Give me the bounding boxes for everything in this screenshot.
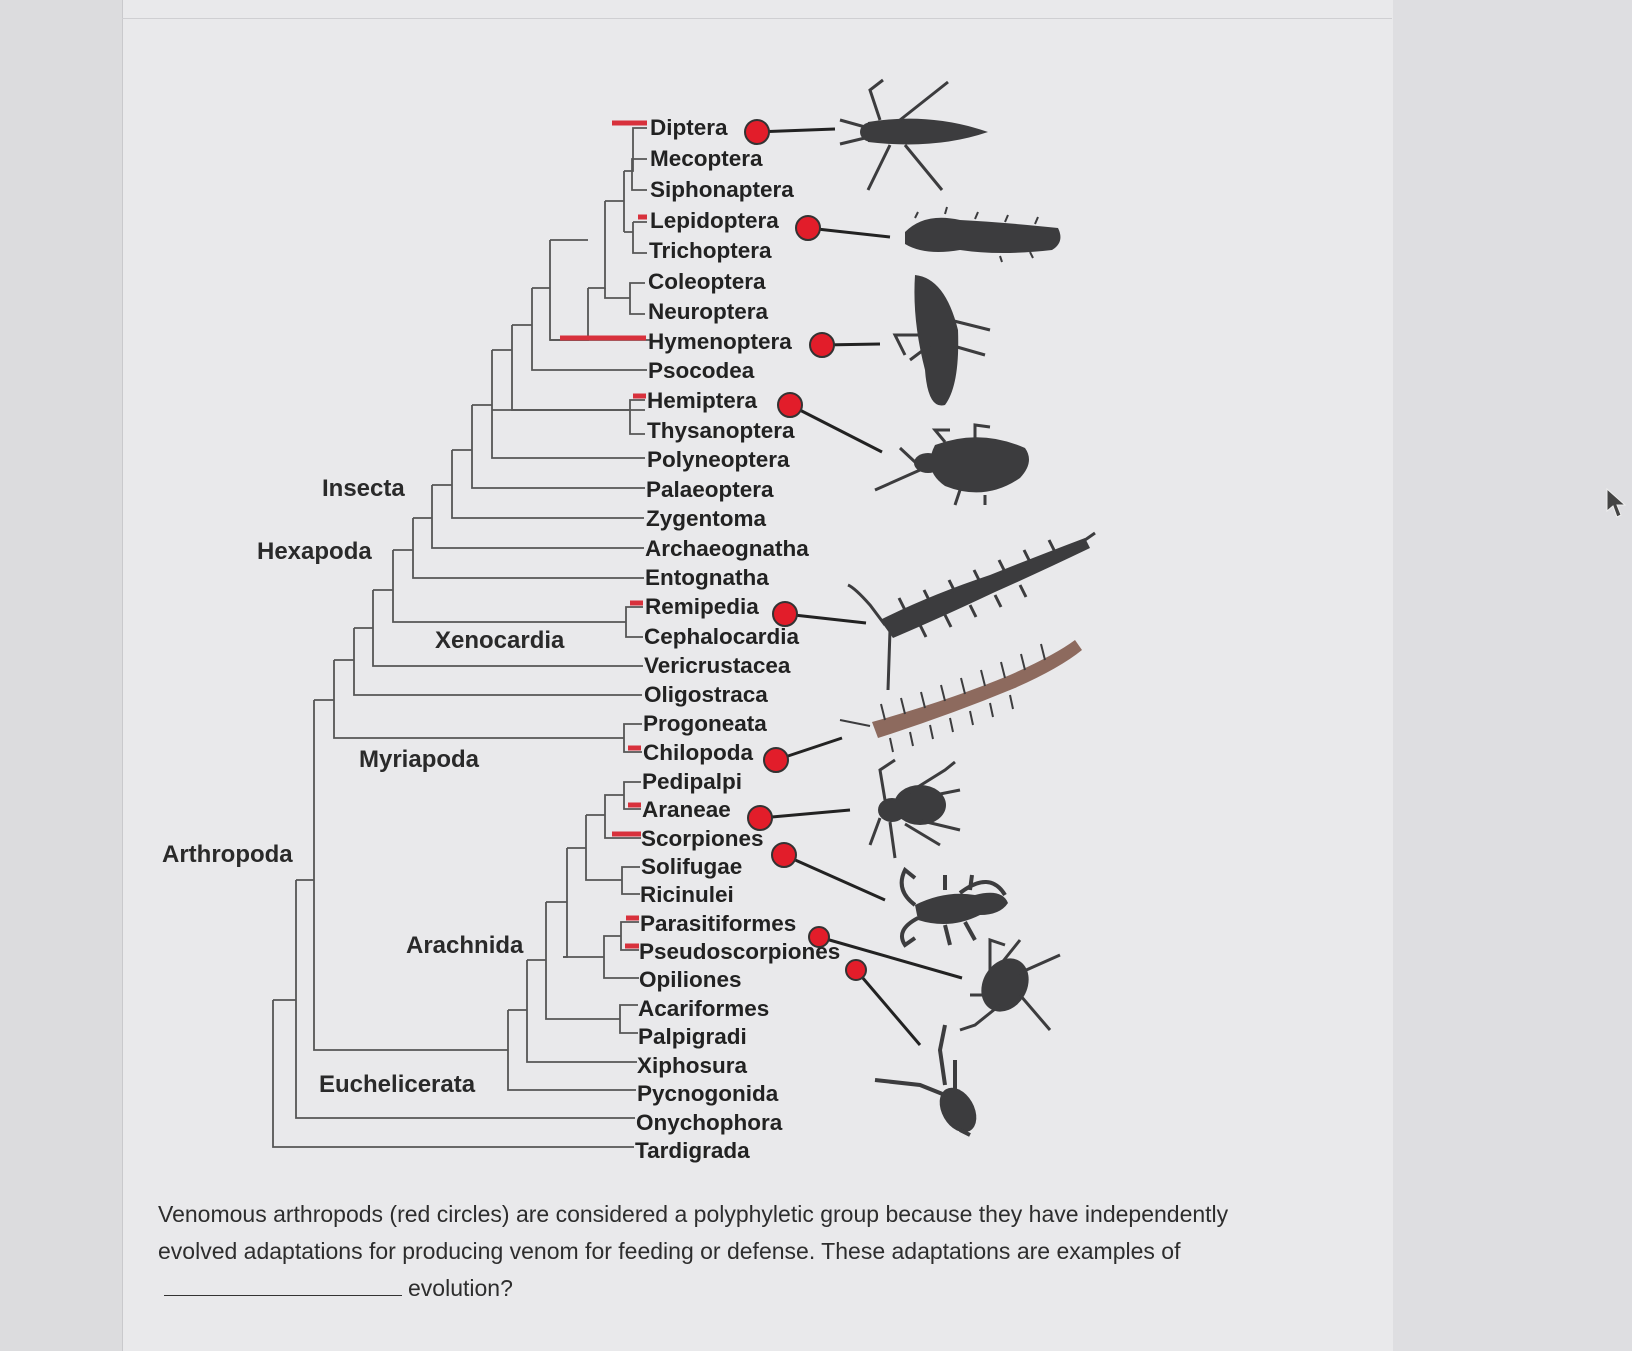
tip-label: Hemiptera: [647, 388, 758, 413]
tip-label: Cephalocardia: [644, 624, 800, 649]
tip-label: Neuroptera: [648, 299, 769, 324]
tip-label: Oligostraca: [644, 682, 768, 707]
tip-label: Acariformes: [638, 996, 769, 1021]
venom-circle: [744, 119, 770, 145]
question-part2: evolution?: [408, 1275, 513, 1301]
tip-label: Siphonaptera: [650, 177, 794, 202]
clade-label-myriapoda: Myriapoda: [359, 746, 480, 773]
question-part1: Venomous arthropods (red circles) are co…: [158, 1201, 1229, 1264]
caterpillar-icon: [905, 206, 1061, 263]
tip-label: Solifugae: [641, 854, 742, 879]
tip-label: Pedipalpi: [642, 769, 742, 794]
tip-label: Parasitiformes: [640, 911, 796, 936]
assassin-bug-icon: [874, 423, 1029, 506]
tip-label: Xiphosura: [637, 1053, 748, 1078]
mouse-cursor-icon: [1606, 487, 1627, 518]
tick-icon: [959, 937, 1061, 1032]
tip-label: Onychophora: [636, 1110, 783, 1135]
robber-fly-icon: [839, 78, 988, 191]
spider-icon: [868, 758, 961, 859]
tip-labels: Diptera Mecoptera Siphonaptera Lepidopte…: [635, 115, 840, 1163]
tip-label: Progoneata: [643, 711, 767, 736]
tip-label: Coleoptera: [648, 269, 766, 294]
answer-blank: [164, 1273, 402, 1296]
centipede-icon: [839, 640, 1082, 753]
clade-label-xenocardia: Xenocardia: [435, 627, 565, 654]
tip-label: Ricinulei: [640, 882, 734, 907]
tip-label: Thysanoptera: [647, 418, 795, 443]
tip-label: Pseudoscorpiones: [639, 939, 840, 964]
tip-label: Mecoptera: [650, 146, 763, 171]
scorpion-icon: [899, 866, 1008, 948]
venom-circle: [747, 805, 773, 831]
tip-label: Pycnogonida: [637, 1081, 779, 1106]
venom-branch-marks: [560, 120, 647, 949]
clade-label-euchelicerata: Euchelicerata: [319, 1071, 476, 1098]
tip-label: Entognatha: [645, 565, 769, 590]
tip-label: Araneae: [642, 797, 731, 822]
pseudoscorpion-icon: [874, 1024, 977, 1137]
tip-label: Archaeognatha: [645, 536, 809, 561]
right-margin: [1393, 0, 1632, 1351]
clade-label-hexapoda: Hexapoda: [257, 538, 372, 565]
clade-label-arachnida: Arachnida: [406, 932, 524, 959]
tree-branches: [272, 127, 650, 1148]
clade-label-insecta: Insecta: [322, 475, 405, 502]
clade-label-arthropoda: Arthropoda: [162, 841, 293, 868]
tip-label: Trichoptera: [649, 238, 772, 263]
venom-circle: [772, 601, 798, 627]
venom-circle: [845, 959, 867, 981]
tip-label: Polyneoptera: [647, 447, 790, 472]
clade-labels: Insecta Hexapoda Xenocardia Myriapoda Ar…: [162, 475, 565, 1098]
tip-label: Diptera: [650, 115, 728, 140]
wasp-icon: [892, 275, 991, 406]
tip-label: Hymenoptera: [648, 329, 792, 354]
tip-label: Tardigrada: [635, 1138, 750, 1163]
tip-label: Palaeoptera: [646, 477, 774, 502]
venom-markers: [744, 119, 963, 1046]
venom-circle: [809, 332, 835, 358]
tip-label: Palpigradi: [638, 1024, 747, 1049]
tip-label: Zygentoma: [646, 506, 767, 531]
venom-circle: [763, 747, 789, 773]
tip-label: Opiliones: [639, 967, 742, 992]
top-divider: [122, 0, 1392, 19]
tip-label: Chilopoda: [643, 740, 753, 765]
left-gutter: [0, 0, 122, 1351]
remipede-icon: [847, 531, 1096, 691]
tip-label: Lepidoptera: [650, 208, 779, 233]
tip-label: Vericrustacea: [644, 653, 791, 678]
question-text: Venomous arthropods (red circles) are co…: [158, 1196, 1298, 1307]
venom-circle: [795, 215, 821, 241]
venom-circle: [808, 926, 830, 948]
tip-label: Scorpiones: [641, 826, 764, 851]
tip-label: Psocodea: [648, 358, 755, 383]
venom-circle: [777, 392, 803, 418]
venom-circle: [771, 842, 797, 868]
tip-label: Remipedia: [645, 594, 759, 619]
